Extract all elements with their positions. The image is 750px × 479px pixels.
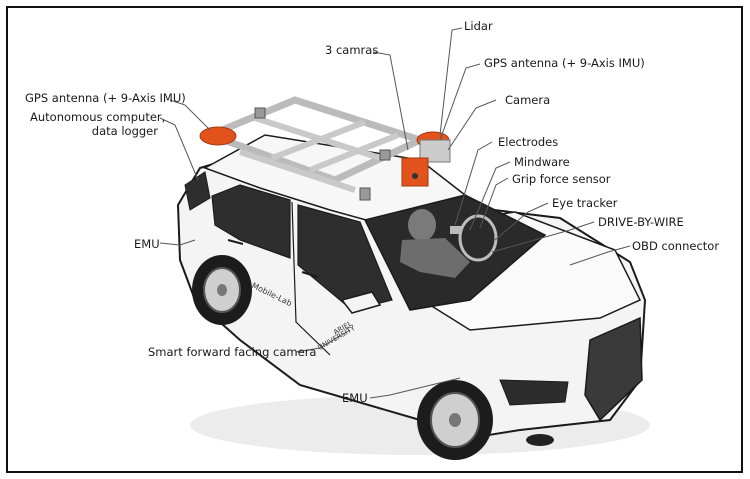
camera-lens-icon [412, 173, 418, 179]
label-smart-camera: Smart forward facing camera [148, 345, 317, 359]
gps-antenna-left [199, 126, 237, 146]
label-lidar: Lidar [464, 19, 493, 33]
label-grip-force-sensor: Grip force sensor [512, 172, 611, 186]
door-seam [291, 201, 331, 356]
rear-door-handle [227, 239, 244, 245]
label-emu-bottom: EMU [342, 391, 368, 405]
label-gps-left: GPS antenna (+ 9-Axis IMU) [25, 91, 186, 105]
label-gps-right: GPS antenna (+ 9-Axis IMU) [484, 56, 645, 70]
front-wheel [417, 380, 493, 460]
leader-lines [159, 27, 631, 399]
driver-head [408, 209, 436, 241]
label-emu-top: EMU [134, 237, 160, 251]
label-autonomous-computer-2: data logger [91, 124, 158, 138]
rear-wheel [192, 255, 252, 325]
label-obd-connector: OBD connector [632, 239, 720, 253]
label-camera: Camera [505, 93, 551, 107]
fog-light [526, 434, 554, 446]
front-door-handle [301, 271, 319, 278]
label-autonomous-computer-1: Autonomous computer, [30, 110, 166, 124]
label-mindware: Mindware [514, 155, 570, 169]
electrodes-device [450, 226, 462, 234]
steering-wheel [458, 214, 498, 262]
camera-box [401, 157, 429, 187]
side-mirror [340, 291, 382, 314]
label-drive-by-wire: DRIVE-BY-WIRE [598, 215, 684, 229]
lidar-unit [419, 139, 451, 163]
label-electrodes: Electrodes [498, 135, 559, 149]
rear-side-window [211, 184, 291, 259]
label-3-cameras: 3 camras [325, 43, 379, 57]
rear-quarter-window [184, 171, 211, 211]
front-grille [584, 316, 643, 422]
headlight [499, 379, 569, 406]
label-eye-tracker: Eye tracker [552, 196, 618, 210]
roof-rack [200, 96, 430, 201]
driver-torso [400, 238, 470, 278]
